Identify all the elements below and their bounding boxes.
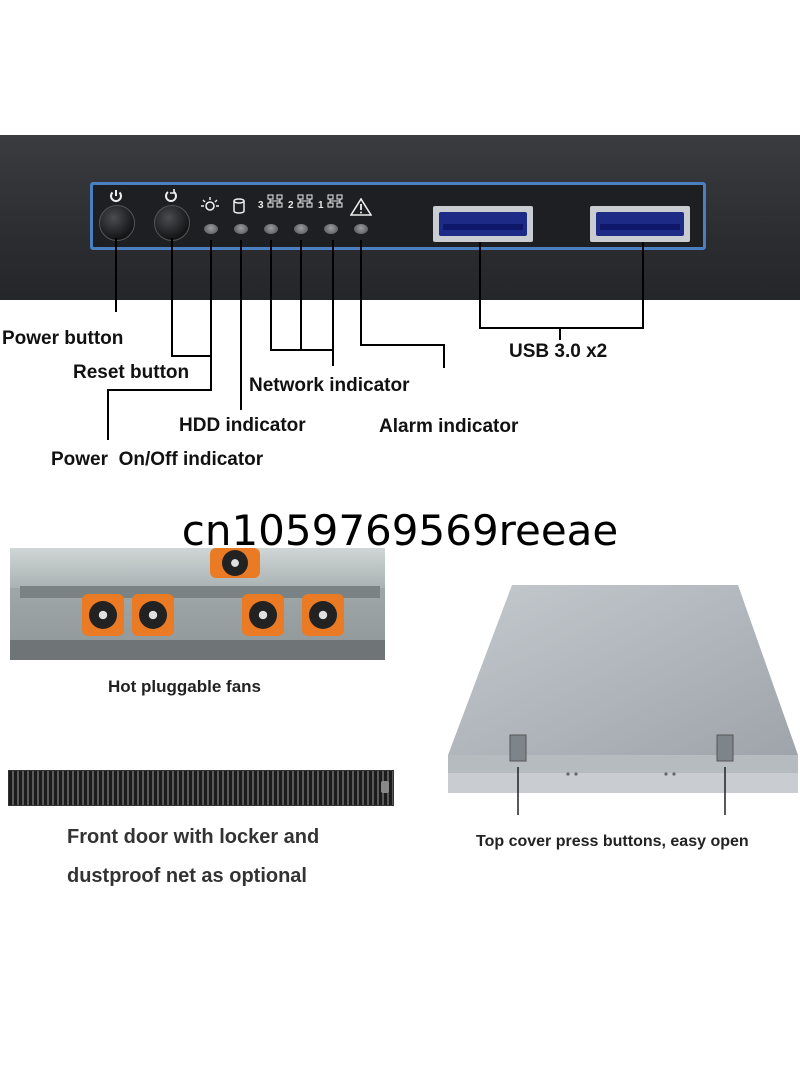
label-power-onoff-indicator: Power On/Off indicator — [51, 449, 264, 470]
fan-3 — [242, 594, 284, 636]
caption-door-line1: Front door with locker and — [67, 826, 320, 848]
press-button-right-icon — [716, 734, 734, 762]
alarm-led — [354, 224, 368, 234]
label-usb: USB 3.0 x2 — [509, 341, 608, 362]
front-door-photo — [8, 770, 394, 806]
usb-port-2[interactable] — [590, 206, 690, 242]
reset-button[interactable] — [154, 205, 190, 241]
press-button-left-icon — [509, 734, 527, 762]
power-indicator-icon — [200, 196, 220, 216]
hdd-led — [234, 224, 248, 234]
network-2-led — [294, 224, 308, 234]
fan-lifted — [210, 548, 260, 578]
label-network-indicator: Network indicator — [249, 375, 410, 396]
power-led — [204, 224, 218, 234]
door-lock-icon — [381, 781, 389, 793]
callout-lines — [107, 238, 644, 440]
hdd-icon — [232, 198, 246, 216]
label-hdd-indicator: HDD indicator — [179, 415, 306, 436]
fan-1 — [82, 594, 124, 636]
label-alarm-indicator: Alarm indicator — [379, 416, 519, 437]
power-symbol-icon — [108, 188, 124, 206]
caption-door-line2: dustproof net as optional — [67, 865, 307, 887]
label-reset-button: Reset button — [73, 362, 190, 383]
alarm-warning-icon — [349, 197, 373, 218]
network-2-icon: 2 — [288, 194, 313, 211]
network-1-led — [324, 224, 338, 234]
network-3-led — [264, 224, 278, 234]
caption-fans: Hot pluggable fans — [108, 677, 261, 696]
network-1-icon: 1 — [318, 194, 343, 211]
network-3-icon: 3 — [258, 194, 283, 211]
usb-port-1[interactable] — [433, 206, 533, 242]
fans-photo — [10, 548, 385, 660]
fan-2 — [132, 594, 174, 636]
label-power-button: Power button — [2, 328, 124, 349]
top-cover-photo — [448, 585, 798, 815]
power-button[interactable] — [99, 205, 135, 241]
reset-symbol-icon — [163, 188, 179, 206]
watermark-text: cn1059769569reeae — [181, 506, 619, 555]
caption-cover: Top cover press buttons, easy open — [476, 833, 749, 850]
fan-4 — [302, 594, 344, 636]
